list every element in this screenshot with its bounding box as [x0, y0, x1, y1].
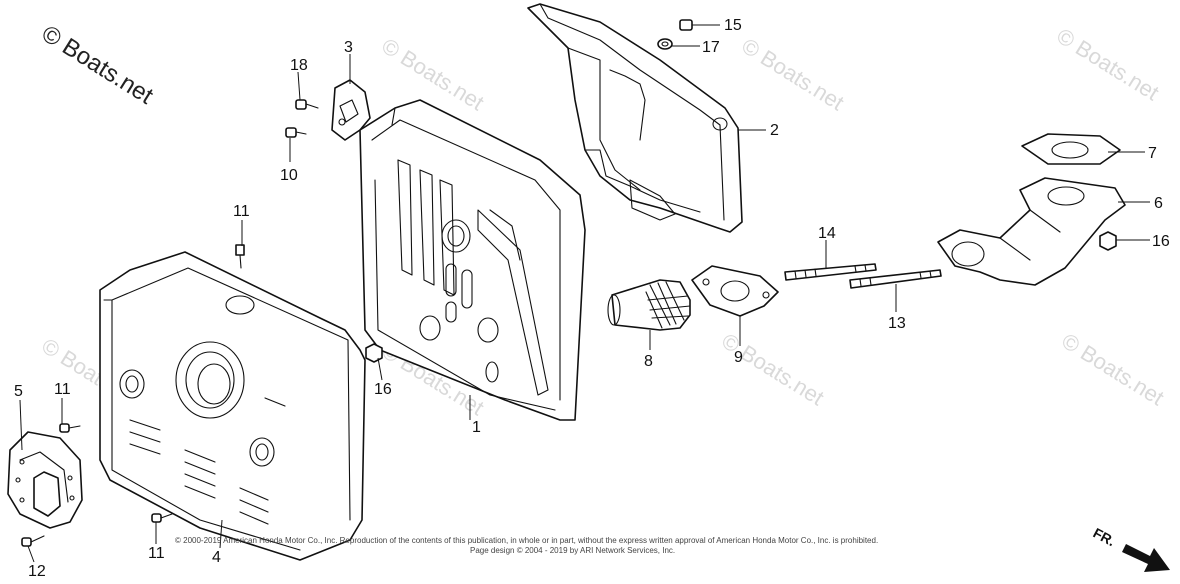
part-11-bolt-b: [59, 423, 81, 433]
part-11-bolt-c: [151, 513, 173, 523]
callout-15: 15: [724, 17, 742, 34]
callout-11-bottom: 11: [148, 545, 165, 562]
callout-5: 5: [14, 383, 23, 400]
callout-1: 1: [472, 419, 481, 436]
watermark-main: © Boats.net: [37, 20, 158, 110]
watermark-faint-2: © Boats.net: [737, 33, 848, 115]
part-1-muffler: [359, 99, 586, 421]
callout-16-left: 16: [374, 381, 392, 398]
part-4-protector: [99, 251, 366, 561]
part-6-exhaust-pipe: [937, 177, 1126, 286]
part-10-bolt: [285, 127, 307, 138]
callout-9: 9: [734, 349, 743, 366]
leader-lines: [19, 24, 1150, 563]
part-5-end-cap: [7, 431, 83, 529]
part-13-stud: [849, 269, 942, 289]
copyright-line-2: Page design © 2004 - 2019 by ARI Network…: [470, 546, 675, 555]
callout-12: 12: [28, 563, 46, 580]
callout-numbers: 1 2 3 4 5 6 7 8 9 10 11 11 11 12 13 14 1…: [14, 17, 1170, 580]
copyright-line-1: © 2000-2019 American Honda Motor Co., In…: [175, 536, 878, 545]
callout-2: 2: [770, 122, 779, 139]
callout-7: 7: [1148, 145, 1157, 162]
part-7-gasket: [1021, 133, 1121, 165]
callout-4: 4: [212, 549, 221, 566]
part-17-washer: [657, 38, 673, 50]
front-direction-indicator: FR.: [1091, 525, 1170, 572]
part-8-arrester: [607, 279, 691, 331]
callout-11-left: 11: [54, 381, 71, 398]
callout-14: 14: [818, 225, 836, 242]
callout-10: 10: [280, 167, 298, 184]
watermark-faint-3: © Boats.net: [1052, 23, 1163, 105]
callout-16-right: 16: [1152, 233, 1170, 250]
front-label: FR.: [1091, 525, 1118, 550]
part-14-stud: [784, 263, 877, 281]
front-arrow-icon: [1122, 544, 1170, 572]
watermark-faint-6: © Boats.net: [717, 328, 828, 410]
callout-18: 18: [290, 57, 308, 74]
part-16-nut-b: [1099, 231, 1117, 251]
part-9-gasket: [691, 265, 779, 317]
part-12-bolt: [21, 535, 45, 547]
callout-6: 6: [1154, 195, 1163, 212]
part-2-shield-plate: [527, 3, 743, 233]
callout-3: 3: [344, 39, 353, 56]
callout-11-top: 11: [233, 203, 250, 220]
part-3-bracket: [331, 79, 371, 141]
part-11-bolt-a: [235, 244, 245, 269]
callout-17: 17: [702, 39, 720, 56]
part-18-bolt: [295, 99, 319, 110]
callout-8: 8: [644, 353, 653, 370]
part-16-nut-a: [365, 343, 383, 363]
watermark-faint-1: © Boats.net: [377, 33, 488, 115]
watermark-faint-7: © Boats.net: [1057, 328, 1168, 410]
callout-13: 13: [888, 315, 906, 332]
